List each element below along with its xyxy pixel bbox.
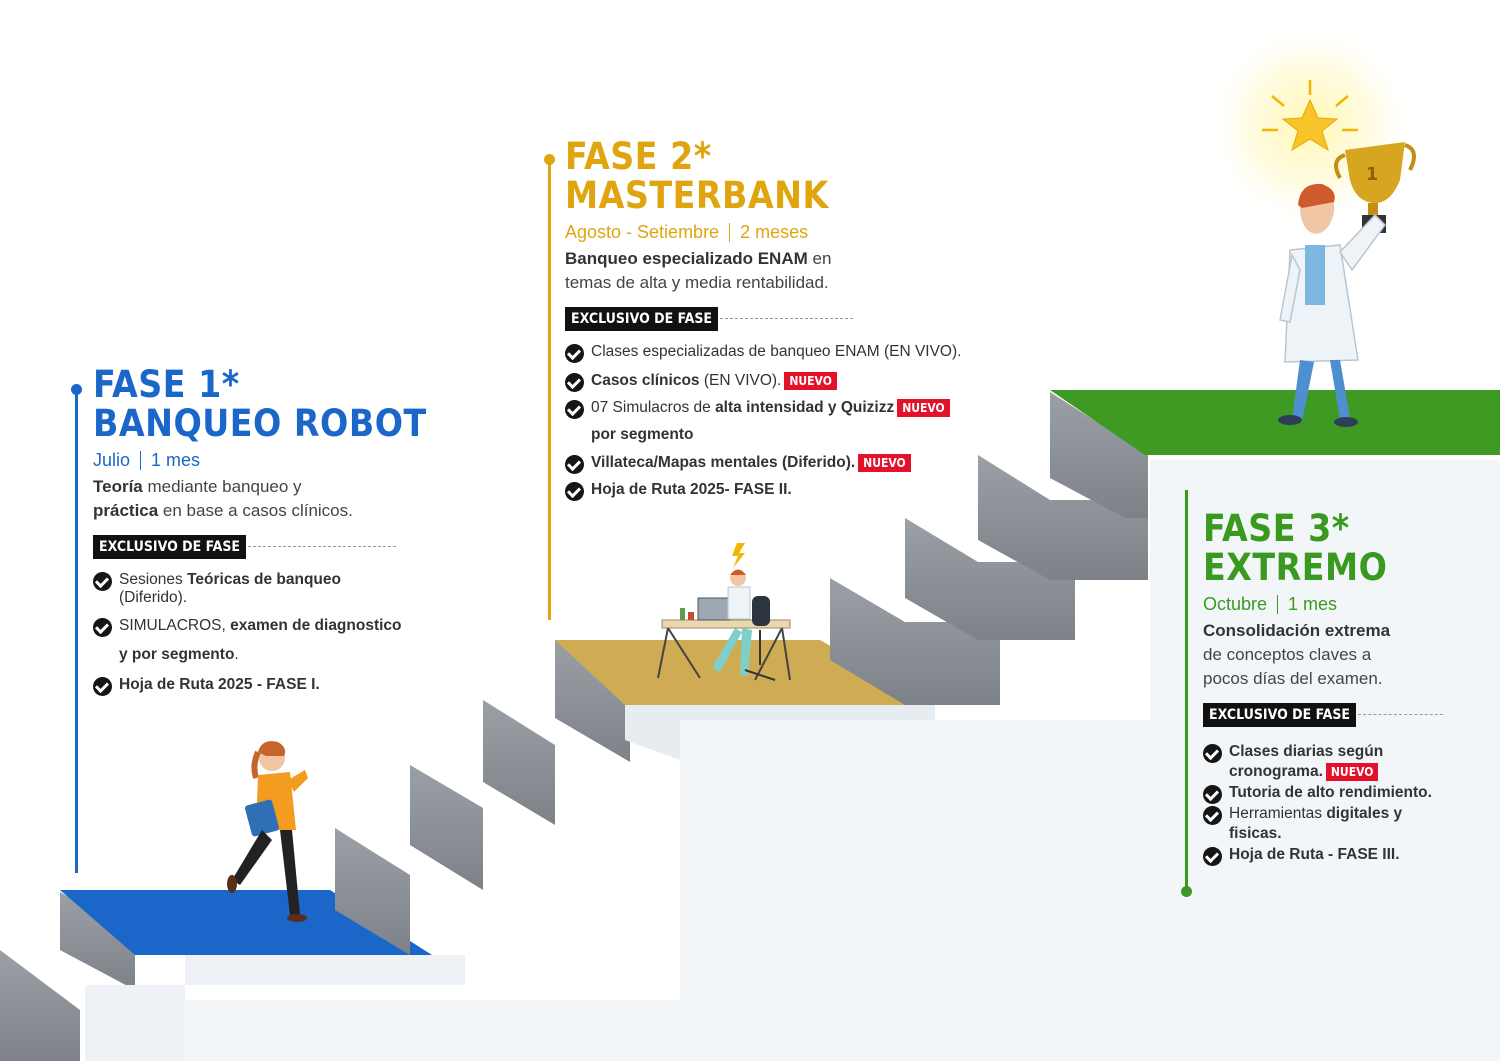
desk-doctor-illustration [657,543,791,681]
phase3-duration: 1 mes [1288,593,1338,614]
star-icon [1262,80,1358,132]
check-icon [1203,805,1222,825]
check-icon [93,617,112,637]
list-item: Herramientas digitales y [1203,805,1473,825]
phase3-timeline-dot [1181,886,1192,897]
phase2-duration: 2 meses [740,221,809,242]
phase1-duration: 1 mes [151,449,201,470]
check-icon [565,343,584,363]
phase3-title: FASE 3* [1203,507,1350,550]
phase1-period: Julio [93,449,131,470]
phase1-timeline-dot [71,384,82,395]
phase3-platform [1050,390,1500,455]
list-item: Clases especializadas de banqueo ENAM (E… [565,343,1015,363]
list-item: Hoja de Ruta 2025 - FASE I. [93,676,403,696]
divider [1358,714,1443,716]
stair-step [905,518,1075,640]
list-item: Villateca/Mapas mentales (Diferido).NUEV… [565,453,1015,474]
list-item: 07 Simulacros de alta intensidad y Quizi… [565,398,1015,419]
check-icon [565,481,584,501]
phase1-timeline-line [75,388,78,873]
phase2-schedule: Agosto - Setiembre 2 meses [565,222,1015,243]
check-icon [565,372,584,392]
phase3-card: FASE 3* EXTREMO Octubre 1 mes Consolidaci… [1203,507,1473,866]
phase3-exclusive-label: EXCLUSIVO DE FASE [1203,702,1357,727]
stair-step [483,700,555,825]
list-item: SIMULACROS, examen de diagnostico [93,617,403,637]
new-badge: NUEVO [858,453,911,472]
stair-step [335,828,410,955]
list-item: Hoja de Ruta - FASE III. [1203,846,1473,866]
new-badge: NUEVO [897,398,950,417]
check-icon [565,399,584,419]
phase1-description: Teoría mediante banqueo y práctica en ba… [93,476,353,520]
list-item: fisicas. [1229,824,1282,842]
stair-step [0,950,80,1061]
phase1-name: BANQUEO ROBOT [93,401,427,445]
phase2-timeline-line [548,160,551,620]
list-item: Casos clínicos (EN VIVO).NUEVO [565,371,1015,392]
phase2-title: FASE 2* [565,135,712,178]
phase1-card: FASE 1* BANQUEO ROBOT Julio 1 mes Teoría … [93,363,427,696]
phase2-benefits-list: Clases especializadas de banqueo ENAM (E… [565,343,1015,501]
stair-step [410,765,483,890]
phase3-period: Octubre [1203,593,1268,614]
stair-step [1050,392,1148,518]
phase2-card: FASE 2* MASTERBANK Agosto - Setiembre 2 m… [565,135,1015,501]
check-icon [1203,743,1222,763]
check-icon [565,454,584,474]
stair-step [978,455,1148,580]
phase1-benefits-list: Sesiones Teóricas de banqueo (Diferido).… [93,571,403,696]
new-badge: NUEVO [784,371,837,390]
divider [248,546,396,548]
phase3-timeline-line [1185,490,1188,890]
phase2-description: Banqueo especializado ENAM en temas de a… [565,248,832,292]
list-item: Tutoria de alto rendimiento. [1203,784,1473,804]
check-icon [1203,846,1222,866]
list-item: Hoja de Ruta 2025- FASE II. [565,481,1015,501]
stair-step [60,892,135,990]
stairs-shadow [0,460,1500,1061]
check-icon [93,676,112,696]
doctor-with-trophy [1278,183,1386,427]
stair-step [625,705,935,760]
check-icon [93,571,112,591]
phase2-exclusive-label: EXCLUSIVO DE FASE [565,306,719,331]
phase2-timeline-dot [544,154,555,165]
trophy-number: 1 [1366,164,1379,185]
list-item: y por segmento. [119,645,239,663]
new-badge: NUEVO [1325,762,1379,781]
phase1-title: FASE 1* [93,363,240,406]
phase3-description: Consolidación extrema de conceptos clave… [1203,620,1391,688]
phase3-benefits-list: Clases diarias según cronograma.NUEVO Tu… [1203,743,1473,866]
stair-step [830,578,1000,705]
star-icon [1281,98,1339,152]
phase3-schedule: Octubre 1 mes [1203,594,1473,615]
phase2-period: Agosto - Setiembre [565,221,720,242]
check-icon [1203,784,1222,804]
phase2-name: MASTERBANK [565,173,829,217]
walking-student-illustration [227,741,308,922]
phase1-exclusive-label: EXCLUSIVO DE FASE [93,534,247,559]
stair-step [555,640,630,762]
stair-step [185,955,465,985]
phase1-schedule: Julio 1 mes [93,450,403,471]
list-item: Clases diarias según [1203,743,1473,763]
phase3-name: EXTREMO [1203,545,1388,589]
divider [720,318,853,320]
list-item: por segmento [591,425,694,443]
list-item: cronograma.NUEVO [1203,762,1473,781]
list-item: Sesiones Teóricas de banqueo (Diferido). [93,571,403,607]
stair-step [85,985,185,1061]
